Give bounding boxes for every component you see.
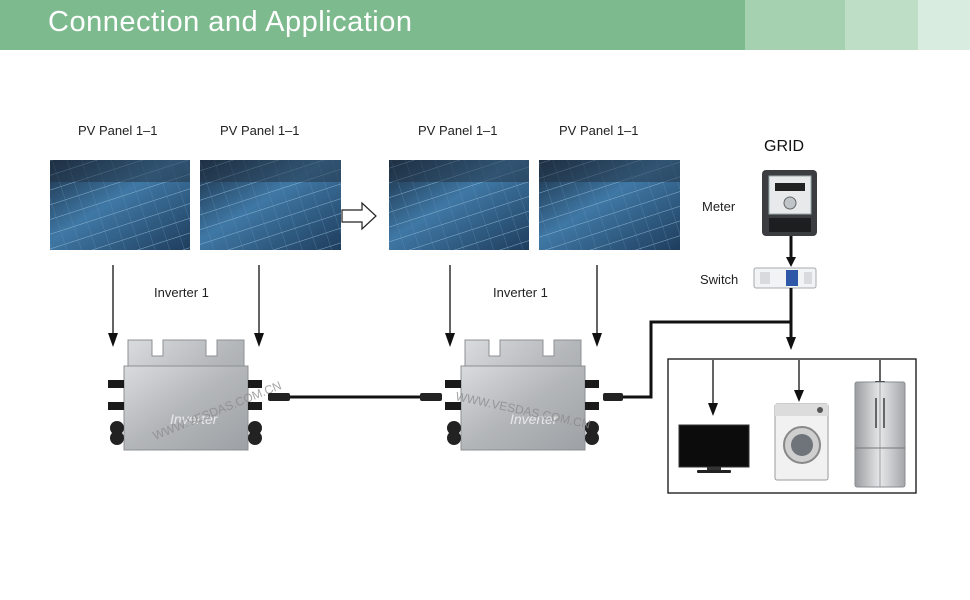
meter-label: Meter xyxy=(702,199,736,214)
refrigerator-icon xyxy=(854,381,906,488)
inverter-device-1 xyxy=(108,339,262,451)
dc-arrows xyxy=(108,265,602,347)
pv-panel-label: PV Panel 1–1 xyxy=(559,123,639,138)
switch-label: Switch xyxy=(700,272,739,287)
tv-icon xyxy=(678,424,750,473)
pv-panel-4 xyxy=(539,160,680,250)
inverter-device-2 xyxy=(445,339,599,451)
pv-panel-3 xyxy=(389,160,529,250)
arrow-down-icon xyxy=(786,337,796,350)
header-accent xyxy=(745,0,845,50)
inverter-label: Inverter 1 xyxy=(154,285,209,300)
meter-device xyxy=(762,170,817,236)
grid-title: GRID xyxy=(764,138,804,155)
arrow-down-icon xyxy=(708,403,718,416)
pv-panel-label: PV Panel 1–1 xyxy=(418,123,498,138)
page-title: Connection and Application xyxy=(48,6,413,38)
inverter-label: Inverter 1 xyxy=(493,285,548,300)
inverter-brand-text: Inverter xyxy=(170,411,219,427)
arrow-down-icon xyxy=(786,257,796,267)
switch-device xyxy=(753,267,817,289)
ac-trunk-cable xyxy=(268,320,791,401)
header-bar: Connection and Application xyxy=(0,0,970,50)
header-accent xyxy=(845,0,918,50)
pv-panel-label: PV Panel 1–1 xyxy=(78,123,158,138)
header-accent xyxy=(918,0,970,50)
pv-panel-1 xyxy=(50,160,190,250)
arrow-down-icon xyxy=(794,390,804,402)
washing-machine-icon xyxy=(774,403,829,481)
pv-panel-2 xyxy=(200,160,341,250)
pv-panel-label: PV Panel 1–1 xyxy=(220,123,300,138)
inverter-brand-text: Inverter xyxy=(510,411,559,427)
continuation-arrow-icon xyxy=(341,201,377,231)
